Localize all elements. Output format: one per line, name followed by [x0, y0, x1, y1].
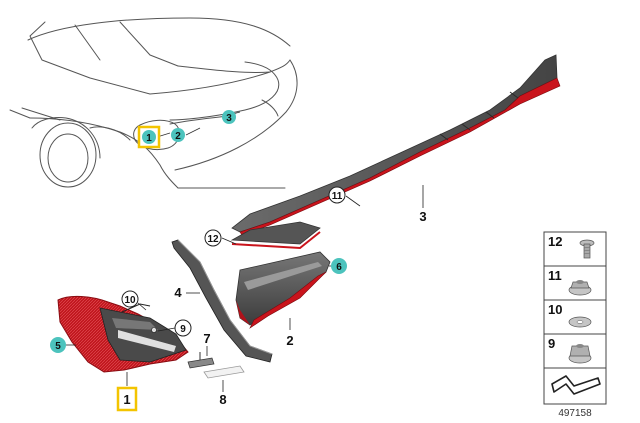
callout-car-1-label: 1	[146, 133, 152, 144]
legend-10-number: 10	[548, 302, 562, 317]
callout-part-5[interactable]: 5	[50, 337, 66, 353]
callout-part-10[interactable]: 10	[121, 290, 139, 308]
hex-nut-icon	[568, 280, 592, 296]
bracket-part[interactable]	[187, 352, 215, 369]
car-outline	[9, 17, 298, 189]
gasket-seal[interactable]	[171, 239, 273, 363]
callout-part-12[interactable]: 12	[204, 229, 222, 247]
callout-car-3-label: 3	[226, 113, 232, 124]
legend-11-number: 11	[548, 268, 562, 283]
callout-car-2[interactable]: 2	[171, 128, 185, 142]
light-guide-strip[interactable]	[203, 365, 245, 379]
fastener-legend: 12 11 10 9	[543, 231, 607, 405]
outer-light-leader-lines	[66, 302, 176, 386]
callout-part-11[interactable]: 11	[328, 186, 346, 204]
callout-part-4[interactable]: 4	[174, 285, 182, 300]
legend-row-9[interactable]: 9	[548, 336, 592, 364]
callout-part-9-label: 9	[180, 324, 186, 335]
screw-icon	[579, 239, 595, 259]
gasket-profile-icon	[551, 375, 601, 395]
washer-icon	[568, 316, 592, 328]
legend-row-11[interactable]: 11	[548, 268, 592, 296]
callout-part-9[interactable]: 9	[174, 319, 192, 337]
callout-part-6[interactable]: 6	[331, 258, 347, 274]
callout-car-3[interactable]: 3	[222, 110, 236, 124]
hex-nut-icon	[568, 344, 592, 364]
legend-row-12[interactable]: 12	[548, 234, 595, 259]
legend-row-gasket[interactable]	[551, 375, 601, 395]
callout-part-3[interactable]: 3	[419, 209, 426, 224]
callout-part-5-label: 5	[55, 341, 61, 352]
callout-part-10-label: 10	[124, 295, 136, 306]
callout-car-2-label: 2	[175, 131, 181, 142]
callout-part-7[interactable]: 7	[203, 331, 210, 346]
legend-12-number: 12	[548, 234, 562, 249]
legend-row-10[interactable]: 10	[548, 302, 592, 328]
callout-part-1[interactable]: 1	[116, 386, 138, 412]
strip-leader-lines	[221, 185, 424, 245]
callout-part-11-label: 11	[332, 191, 343, 202]
callout-part-2[interactable]: 2	[286, 333, 293, 348]
callout-part-12-label: 12	[207, 234, 219, 245]
callout-part-1-label: 1	[123, 392, 130, 407]
center-light-strip[interactable]	[230, 54, 561, 250]
callout-part-6-label: 6	[336, 262, 342, 273]
diagram-reference-number: 497158	[558, 408, 592, 419]
outer-tail-light[interactable]	[57, 295, 189, 373]
callout-part-8[interactable]: 8	[219, 392, 226, 407]
legend-9-number: 9	[548, 336, 555, 351]
inner-tail-light[interactable]	[235, 251, 331, 329]
callout-car-1[interactable]: 1	[137, 125, 161, 149]
